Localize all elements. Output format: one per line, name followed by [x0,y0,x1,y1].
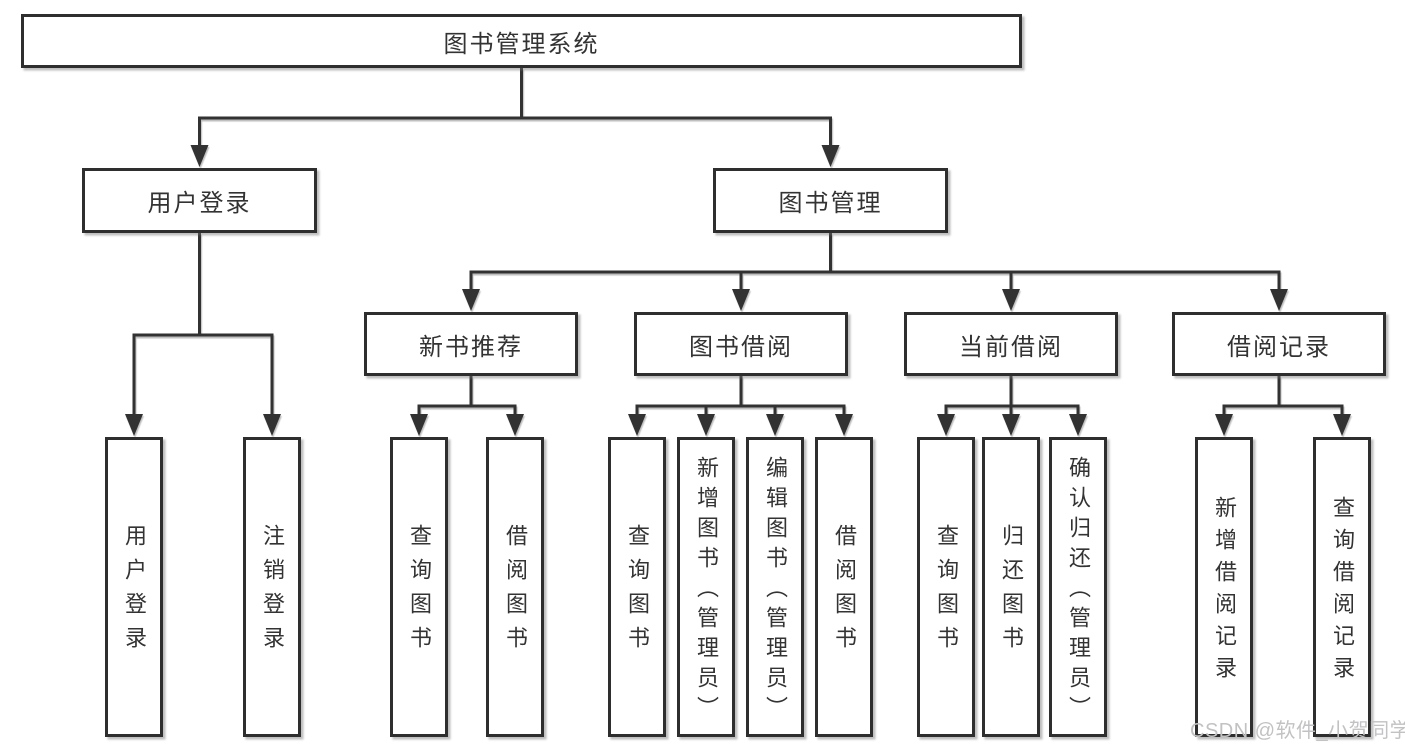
leaf-borrow-books-borrow: 借阅图书 [815,437,873,737]
leaf-confirm-return-admin: 确认归还（管理员） [1049,437,1107,737]
node-book-borrow-label: 图书借阅 [689,333,793,361]
leaf-user-login: 用户登录 [105,437,163,737]
leaf-query-books-recommend: 查询图书 [390,437,448,737]
node-borrow-records-label: 借阅记录 [1227,333,1331,361]
node-book-borrow: 图书借阅 [634,312,848,376]
leaf-query-borrow-record: 查询借阅记录 [1313,437,1371,737]
leaf-return-book: 归还图书 [982,437,1040,737]
node-root-label: 图书管理系统 [443,30,600,58]
leaf-query-books-recommend-label: 查询图书 [407,524,432,660]
leaf-edit-book-admin: 编辑图书（管理员） [746,437,804,737]
node-root: 图书管理系统 [21,14,1022,68]
node-book-management-label: 图书管理 [778,190,883,217]
leaf-add-borrow-record: 新增借阅记录 [1195,437,1253,737]
arrowheads [125,145,1351,436]
leaf-query-books-current: 查询图书 [917,437,975,737]
node-user-login-label: 用户登录 [147,190,252,217]
leaf-query-borrow-record-label: 查询借阅记录 [1330,495,1355,688]
leaf-add-book-admin: 新增图书（管理员） [677,437,735,737]
leaf-logout-label: 注销登录 [260,524,285,660]
leaf-query-books-borrow-label: 查询图书 [625,524,650,660]
leaf-logout: 注销登录 [243,437,301,737]
leaf-add-book-admin-label: 新增图书（管理员） [694,455,719,726]
node-current-borrow: 当前借阅 [904,312,1118,376]
leaf-edit-book-admin-label: 编辑图书（管理员） [763,455,788,726]
node-borrow-records: 借阅记录 [1172,312,1386,376]
leaf-confirm-return-admin-label: 确认归还（管理员） [1066,455,1091,726]
node-current-borrow-label: 当前借阅 [959,333,1063,361]
node-new-book-recommend: 新书推荐 [364,312,578,376]
connector-paths [132,68,1344,417]
node-new-book-recommend-label: 新书推荐 [419,333,523,361]
leaf-borrow-books-borrow-label: 借阅图书 [832,524,857,660]
leaf-return-book-label: 归还图书 [999,524,1024,660]
csdn-watermark: CSDN @软件_小贺同学 [1190,720,1405,742]
leaf-user-login-label: 用户登录 [122,524,147,660]
node-book-management: 图书管理 [713,168,948,233]
node-user-login: 用户登录 [82,168,317,233]
leaf-query-books-borrow: 查询图书 [608,437,666,737]
leaf-borrow-books-recommend: 借阅图书 [486,437,544,737]
leaf-query-books-current-label: 查询图书 [934,524,959,660]
leaf-borrow-books-recommend-label: 借阅图书 [503,524,528,660]
leaf-add-borrow-record-label: 新增借阅记录 [1212,495,1237,688]
